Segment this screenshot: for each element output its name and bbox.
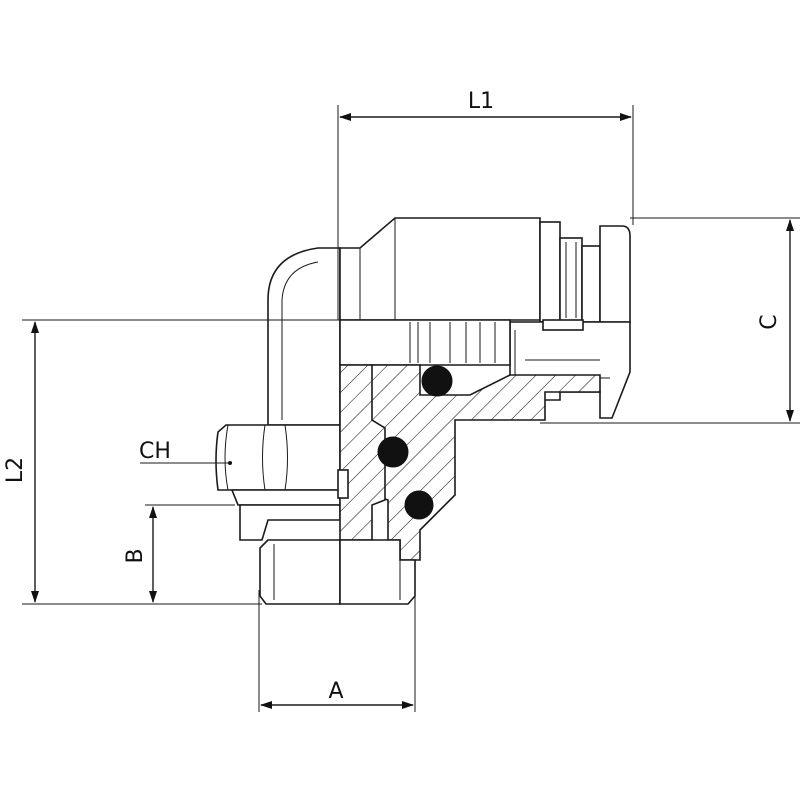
o-ring-seals: [377, 365, 453, 520]
dimension-lines: [22, 105, 800, 712]
fitting-body: [215, 217, 631, 605]
dimension-label-l1: L1: [468, 89, 494, 114]
dimension-label-l2: L2: [3, 457, 28, 483]
dimension-label-a: A: [328, 679, 343, 704]
dimension-label-c: C: [757, 314, 782, 329]
body-section: [369, 364, 601, 561]
dimension-label-b: B: [123, 548, 148, 563]
body-top: [339, 217, 541, 321]
o-ring-top: [421, 365, 453, 397]
collet-ring: [539, 221, 631, 323]
hex-nut: [215, 424, 341, 491]
o-ring-middle: [377, 436, 409, 468]
elbow-bend: [267, 247, 341, 426]
stud-section: [339, 539, 416, 605]
o-ring-bottom: [404, 490, 434, 520]
dimension-label-ch: CH: [139, 439, 171, 464]
washer: [230, 489, 341, 506]
neck: [239, 504, 341, 541]
thread-stud: [259, 539, 341, 605]
